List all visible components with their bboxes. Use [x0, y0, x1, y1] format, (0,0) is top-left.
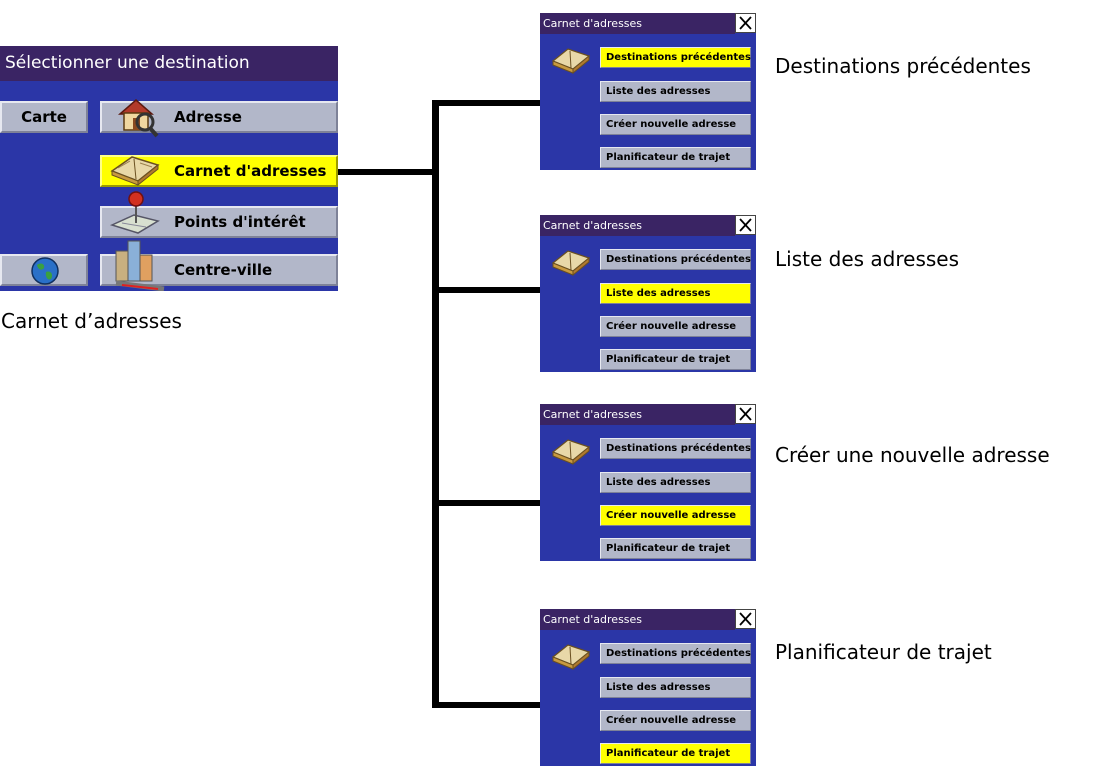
connector-branch-3	[432, 500, 540, 506]
carte-label: Carte	[21, 108, 67, 126]
connector-branch-4	[432, 702, 540, 708]
main-screen-title: Sélectionner une destination	[0, 46, 338, 81]
menu-button-1[interactable]: Destinations précédentes	[600, 249, 751, 270]
menu-button-2[interactable]: Liste des adresses	[600, 81, 751, 102]
map-pin-icon	[109, 191, 160, 234]
carnet-label: Carnet d'adresses	[174, 162, 327, 180]
sub-screen-caption-4: Planificateur de trajet	[775, 640, 992, 664]
adresse-label: Adresse	[174, 108, 242, 126]
close-icon[interactable]	[735, 215, 756, 235]
main-caption: Carnet d’adresses	[1, 309, 182, 333]
close-icon[interactable]	[735, 609, 756, 629]
menu-button-4[interactable]: Planificateur de trajet	[600, 349, 751, 370]
address-book-title: Carnet d'adresses	[540, 609, 735, 630]
menu-button-3[interactable]: Créer nouvelle adresse	[600, 316, 751, 337]
menu-button-3[interactable]: Créer nouvelle adresse	[600, 710, 751, 731]
address-book-title: Carnet d'adresses	[540, 404, 735, 425]
book-icon	[110, 156, 160, 187]
city-icon	[115, 240, 165, 291]
book-icon	[550, 434, 592, 472]
menu-button-3[interactable]: Créer nouvelle adresse	[600, 114, 751, 135]
connector-branch-2	[432, 287, 540, 293]
points-label: Points d'intérêt	[174, 213, 306, 231]
main-screen: Sélectionner une destination Carte Adres…	[0, 46, 338, 291]
menu-button-1[interactable]: Destinations précédentes	[600, 438, 751, 459]
close-icon[interactable]	[735, 13, 756, 33]
sub-screen-caption-2: Liste des adresses	[775, 247, 960, 271]
globe-icon	[31, 257, 59, 285]
connector-vertical	[432, 100, 439, 708]
menu-button-4[interactable]: Planificateur de trajet	[600, 743, 751, 764]
sub-screen-caption-1: Destinations précédentes	[775, 54, 1031, 78]
menu-button-1[interactable]: Destinations précédentes	[600, 47, 751, 68]
menu-button-2[interactable]: Liste des adresses	[600, 283, 751, 304]
menu-button-4[interactable]: Planificateur de trajet	[600, 147, 751, 168]
carte-button[interactable]: Carte	[0, 101, 88, 133]
menu-button-2[interactable]: Liste des adresses	[600, 472, 751, 493]
menu-button-2[interactable]: Liste des adresses	[600, 677, 751, 698]
sub-screen-caption-3: Créer une nouvelle adresse	[775, 443, 1050, 467]
menu-button-1[interactable]: Destinations précédentes	[600, 643, 751, 664]
centre-ville-label: Centre-ville	[174, 261, 273, 279]
menu-button-3[interactable]: Créer nouvelle adresse	[600, 505, 751, 526]
menu-button-4[interactable]: Planificateur de trajet	[600, 538, 751, 559]
book-icon	[550, 43, 592, 81]
close-icon[interactable]	[735, 404, 756, 424]
connector-branch-1	[432, 100, 540, 106]
book-icon	[550, 245, 592, 283]
address-book-title: Carnet d'adresses	[540, 13, 735, 34]
house-magnifier-icon	[118, 99, 159, 138]
address-book-title: Carnet d'adresses	[540, 215, 735, 236]
book-icon	[550, 639, 592, 677]
connector-main	[338, 169, 435, 175]
